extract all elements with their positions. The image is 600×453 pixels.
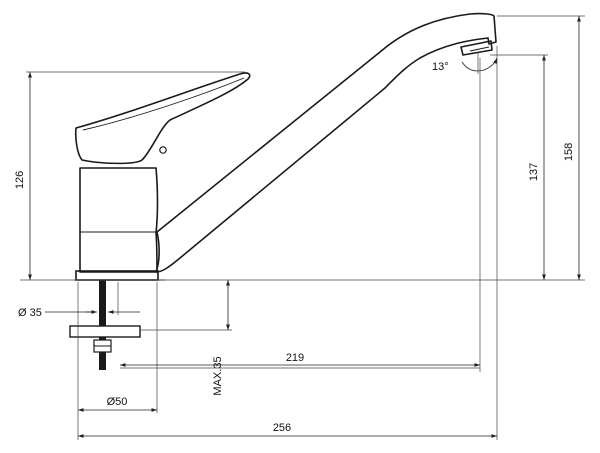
extension-lines — [20, 15, 585, 440]
threaded-rod — [99, 280, 106, 370]
outlet-clearance-label: 137 — [528, 163, 540, 181]
dimension-overall-height: 158 — [563, 16, 581, 280]
spout-outline — [155, 12, 497, 273]
overall-length-label: 256 — [273, 422, 291, 434]
mixer-body — [79, 167, 159, 273]
aerator-line — [469, 46, 490, 52]
lever-handle — [74, 72, 251, 165]
dimension-lever-height: 126 — [14, 72, 32, 280]
lever-screw — [159, 146, 167, 154]
spout-tip — [460, 40, 493, 56]
faucet-body — [69, 12, 497, 370]
lever-inner-edge — [82, 77, 245, 131]
lever-height-label: 126 — [14, 171, 26, 189]
base-diameter-label: Ø50 — [107, 396, 128, 408]
mount-hole-label: Ø 35 — [18, 307, 42, 319]
spout-reach-label: 219 — [286, 352, 304, 364]
dimension-overall-length: 256 — [78, 422, 497, 438]
dimension-max-thickness: MAX.35 — [212, 280, 230, 396]
clamp-plate — [69, 325, 141, 338]
max-thickness-label: MAX.35 — [212, 356, 224, 395]
dimension-base-diameter: Ø50 — [78, 396, 157, 412]
outlet-angle-label: 13° — [432, 61, 449, 73]
dimension-outlet-clearance: 137 — [528, 55, 546, 280]
dimension-outlet-angle: 13° — [432, 52, 498, 74]
dimension-mount-hole: Ø 35 — [18, 307, 140, 319]
overall-height-label: 158 — [563, 143, 575, 161]
dimension-spout-reach: 219 — [120, 352, 480, 367]
